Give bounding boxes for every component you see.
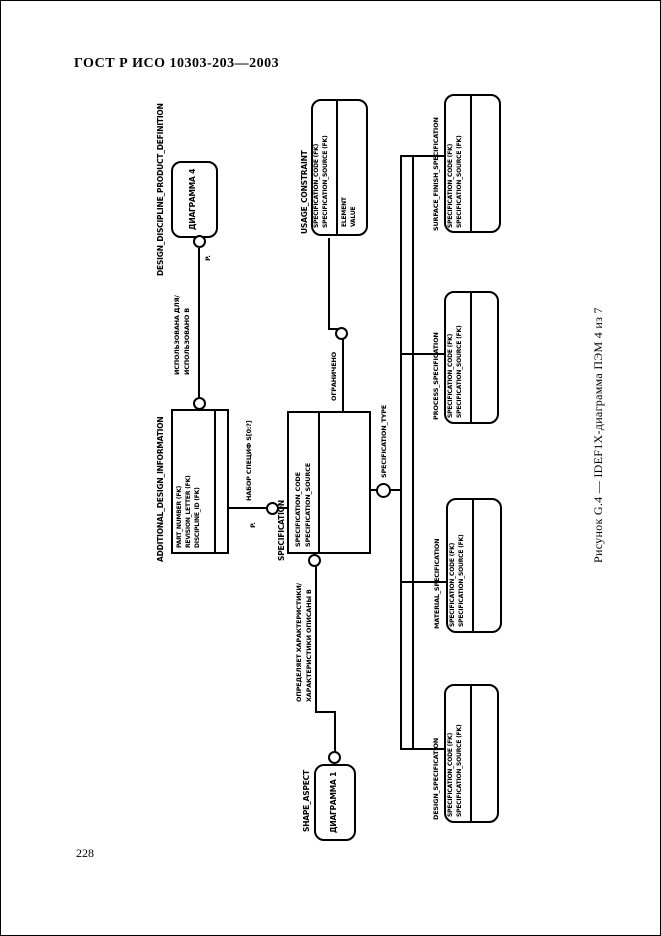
attr-usage-key-1: SPECIFICATION_CODE (FK) xyxy=(313,143,320,228)
stub-design xyxy=(400,748,444,750)
entity-label-material: MATERIAL_SPECIFICATION xyxy=(433,538,441,629)
divider-surface-finish xyxy=(470,95,472,232)
attr-spec-code: SPECIFICATION_CODE xyxy=(294,472,302,547)
entity-specification xyxy=(287,411,371,554)
cardinality-p-2: P. xyxy=(249,522,257,528)
divider-specification xyxy=(318,411,320,554)
line-ddpd-to-additional xyxy=(198,248,200,397)
rel-label-discriminator: SPECIFICATION_TYPE xyxy=(380,404,388,478)
entity-usage-constraint xyxy=(311,99,368,236)
attr-surface-1: SPECIFICATION_CODE (FK) xyxy=(447,143,454,228)
entity-label-specification: SPECIFICATION xyxy=(277,500,286,561)
entity-label-design-discipline: DESIGN_DISCIPLINE_PRODUCT_DEFINITION xyxy=(156,103,165,276)
attr-additional-1: PART_NUMBER (FK) xyxy=(176,485,183,548)
divider-process xyxy=(470,292,472,423)
connector-circle-additional-spec xyxy=(266,502,279,515)
line-spec-jog xyxy=(315,711,336,713)
line-spec-to-shape xyxy=(334,711,336,752)
attr-usage-key-2: SPECIFICATION_SOURCE (FK) xyxy=(322,135,329,228)
attr-spec-source: SPECIFICATION_SOURCE xyxy=(304,463,312,547)
attr-design-2: SPECIFICATION_SOURCE (FK) xyxy=(456,724,463,817)
stub-process xyxy=(400,353,444,355)
page-header: ГОСТ Р ИСО 10303-203—2003 xyxy=(74,56,280,71)
entity-surface-finish-specification xyxy=(444,94,501,233)
entity-label-surface-finish: SURFACE_FINISH_SPECIFICATION xyxy=(432,117,440,231)
entity-label-shape-aspect: SHAPE_ASPECT xyxy=(302,770,311,832)
cardinality-p-1: P. xyxy=(204,255,212,261)
rel-label-set-of-specs: НАБОР СПЕЦИФ S[0:?] xyxy=(245,420,253,501)
attr-process-2: SPECIFICATION_SOURCE (FK) xyxy=(456,325,463,418)
line-usage-down xyxy=(328,238,330,330)
divider-design-spec xyxy=(470,685,472,822)
divider-usage-constraint xyxy=(336,100,338,235)
attr-material-2: SPECIFICATION_SOURCE (FK) xyxy=(458,534,465,627)
entity-body-design-discipline: ДИАГРАММА 4 xyxy=(188,168,197,231)
stub-material xyxy=(400,581,446,583)
attr-usage-element: ELEMENT xyxy=(341,197,348,227)
line-additional-to-specification xyxy=(229,507,287,509)
entity-label-usage-constraint: USAGE_CONSTRAINT xyxy=(300,150,309,234)
entity-design-discipline-product-definition xyxy=(171,161,218,238)
rel-label-used-for: ИСПОЛЬЗОВАНА ДЛЯ/ xyxy=(173,295,181,375)
entity-label-additional: ADDITIONAL_DESIGN_INFORMATION xyxy=(156,416,165,562)
attr-surface-2: SPECIFICATION_SOURCE (FK) xyxy=(456,135,463,228)
attr-additional-3: DISCIPLINE_ID (FK) xyxy=(194,487,201,548)
divider-material xyxy=(472,499,474,632)
entity-body-shape-aspect: ДИАГРАММА 1 xyxy=(329,771,338,834)
line-usage-to-specification xyxy=(342,328,344,411)
category-trunk-line-b xyxy=(412,155,414,750)
page-number: 228 xyxy=(76,846,94,860)
category-circle xyxy=(376,483,391,498)
entity-label-design-spec: DESIGN_SPECIFICATION xyxy=(432,737,440,820)
figure-caption: Рисунок G.4 — IDEF1X-диаграмма ПЭМ 4 из … xyxy=(591,307,605,563)
line-spec-down xyxy=(315,564,317,713)
attr-additional-2: REVISION_LETTER (FK) xyxy=(185,475,192,548)
rel-label-used-in: ИСПОЛЬЗОВАНО В xyxy=(183,307,191,375)
rel-label-defines-b: ХАРАКТЕРИСТИКИ ОПИСАНЫ В xyxy=(305,589,313,702)
connector-circle-spec-bottom xyxy=(308,554,321,567)
connector-circle-usage xyxy=(335,327,348,340)
connector-circle-additional xyxy=(193,397,206,410)
rel-label-defines-a: ОПРЕДЕЛЯЕТ ХАРАКТЕРИСТИКИ/ xyxy=(295,583,303,702)
entity-shape-aspect xyxy=(314,764,356,841)
entity-label-process: PROCESS_SPECIFICATION xyxy=(432,332,440,420)
category-trunk-line-a xyxy=(400,155,402,750)
attr-usage-value: VALUE xyxy=(350,206,357,227)
entity-additional-design-information xyxy=(171,409,229,554)
rel-label-constrained: ОГРАНИЧЕНО xyxy=(330,351,338,401)
divider-additional xyxy=(214,409,216,554)
stub-surface-finish xyxy=(400,155,444,157)
attr-material-1: SPECIFICATION_CODE (FK) xyxy=(449,542,456,627)
connector-circle-ddpd xyxy=(193,235,206,248)
attr-design-1: SPECIFICATION_CODE (FK) xyxy=(447,732,454,817)
attr-process-1: SPECIFICATION_CODE (FK) xyxy=(447,333,454,418)
entity-material-specification xyxy=(446,498,502,633)
connector-circle-shape xyxy=(328,751,341,764)
